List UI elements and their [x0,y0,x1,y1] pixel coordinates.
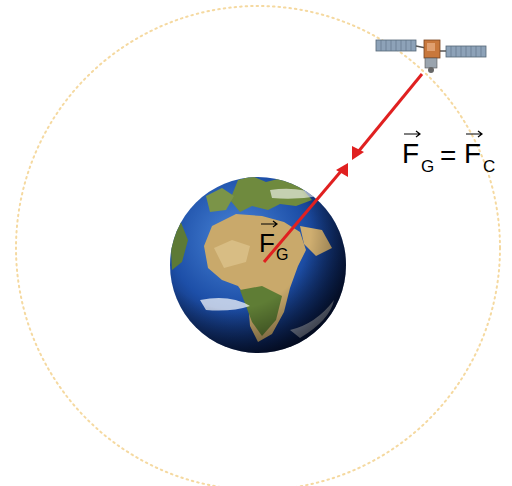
force-symbol: F [259,230,275,256]
force-subscript: C [483,158,495,175]
force-subscript: G [276,247,288,263]
force-subscript: G [421,158,434,175]
earth [170,176,346,353]
equals-sign: = [440,142,456,170]
force-vectors [264,74,422,262]
vector-arrows [261,131,482,227]
orbit [16,6,500,486]
satellite [376,40,486,73]
force-symbol: F [402,140,419,168]
force-symbol: F [464,140,481,168]
